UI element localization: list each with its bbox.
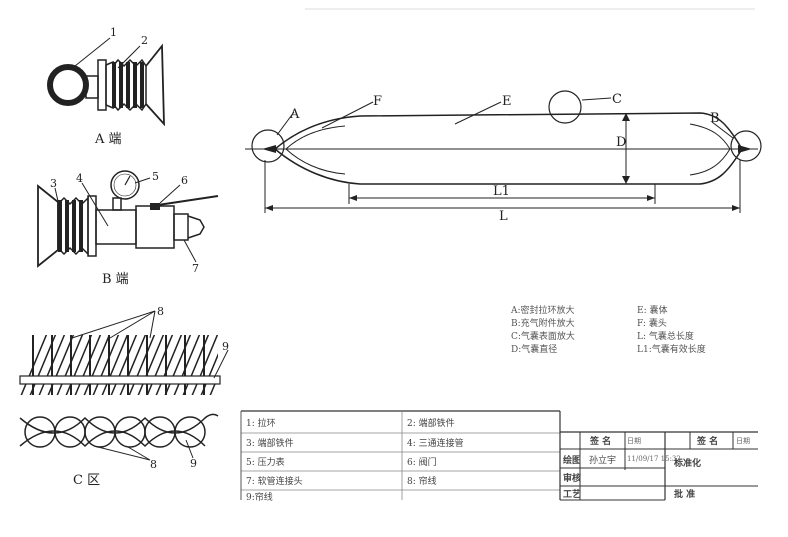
callout-4: 4 [76, 172, 83, 185]
table-cell: 1: 拉环 [246, 417, 276, 429]
callout-5: 5 [152, 170, 159, 183]
table-cell: 3: 端部铁件 [246, 437, 294, 449]
flare-end [145, 43, 165, 127]
callout-9-bottom: 9 [190, 457, 197, 470]
table-cell: 6: 阀门 [407, 456, 437, 468]
label-b: B [710, 111, 720, 126]
detail-a-marker [251, 129, 285, 163]
title-block: 签 名 签 名 日期 日期 绘图 孙立宇 11/09/17 15:32 标准化 … [560, 431, 758, 501]
legend-item: L: 气囊总长度 [637, 330, 694, 342]
pressure-gauge-icon [110, 170, 140, 200]
callout-1: 1 [110, 26, 117, 39]
hose-connector [173, 213, 189, 241]
label-c: C [612, 92, 622, 107]
table-cell: 9:帘线 [246, 491, 273, 503]
a-end-caption: A 端 [94, 132, 122, 147]
end-flange [97, 59, 107, 111]
table-cell: 7: 软管连接头 [246, 475, 303, 487]
date-header: 日期 [627, 437, 641, 445]
legend-item: F: 囊头 [637, 317, 667, 329]
legend: A:密封拉环放大 B:充气附件放大 C:气囊表面放大 D:气囊直径 E: 囊体 … [510, 304, 706, 355]
legend-item: L1:气囊有效长度 [637, 343, 706, 355]
label-a: A [289, 107, 300, 122]
date-header-right: 日期 [736, 437, 750, 445]
flare-end [37, 184, 59, 268]
parts-table: 1: 拉环 2: 端部铁件 3: 端部铁件 4: 三通连接管 5: 压力表 6:… [240, 410, 561, 503]
drawn-label: 绘图 [563, 454, 581, 466]
callout-8-top: 8 [157, 305, 164, 318]
table-cell: 4: 三通连接管 [407, 437, 464, 449]
b-end-caption: B 端 [102, 272, 129, 287]
legend-item: A:密封拉环放大 [510, 304, 575, 316]
dim-l: L [499, 209, 508, 224]
valve-body [135, 205, 175, 249]
a-end-view: 1 2 A 端 [47, 26, 165, 147]
callout-9-right: 9 [222, 340, 229, 353]
c-zone-caption: C 区 [73, 473, 100, 488]
label-f: F [373, 94, 382, 109]
legend-item: D:气囊直径 [511, 343, 557, 355]
checked-label: 审核 [563, 472, 581, 484]
cord-mesh [20, 335, 218, 395]
sign-header-right: 签 名 [696, 435, 718, 447]
c-zone-view: 8 9 8 9 C 区 [19, 305, 229, 488]
callout-2: 2 [141, 34, 148, 47]
cord-rings [19, 413, 219, 448]
cord-band [19, 375, 221, 385]
process-label: 工艺 [563, 488, 581, 500]
dim-l1: L1 [493, 184, 510, 199]
tee-pipe [95, 209, 137, 245]
airbag-main-view: A F E C B D L1 L [245, 90, 762, 224]
std-check-label: 标准化 [673, 457, 701, 469]
label-d: D [616, 135, 626, 150]
b-end-view: 3 4 5 6 7 B 端 [37, 170, 219, 287]
label-e: E [502, 94, 512, 109]
drawn-date: 11/09/17 15:32 [627, 455, 681, 463]
detail-b-marker [730, 130, 762, 162]
callout-8-bottom: 8 [150, 458, 157, 471]
detail-c-marker [548, 90, 582, 124]
approve-label: 批 准 [674, 488, 695, 500]
legend-item: B:充气附件放大 [511, 317, 575, 329]
pull-ring [47, 64, 89, 106]
callout-3: 3 [50, 177, 57, 190]
table-cell: 5: 压力表 [246, 456, 285, 468]
sign-header: 签 名 [589, 435, 611, 447]
legend-item: E: 囊体 [637, 304, 667, 316]
legend-item: C:气囊表面放大 [511, 330, 575, 342]
drawn-by: 孙立宇 [589, 454, 616, 466]
callout-6: 6 [181, 174, 188, 187]
table-cell: 8: 帘线 [407, 475, 437, 487]
valve-handle [157, 195, 219, 206]
callout-7: 7 [192, 262, 199, 275]
table-cell: 2: 端部铁件 [407, 417, 455, 429]
